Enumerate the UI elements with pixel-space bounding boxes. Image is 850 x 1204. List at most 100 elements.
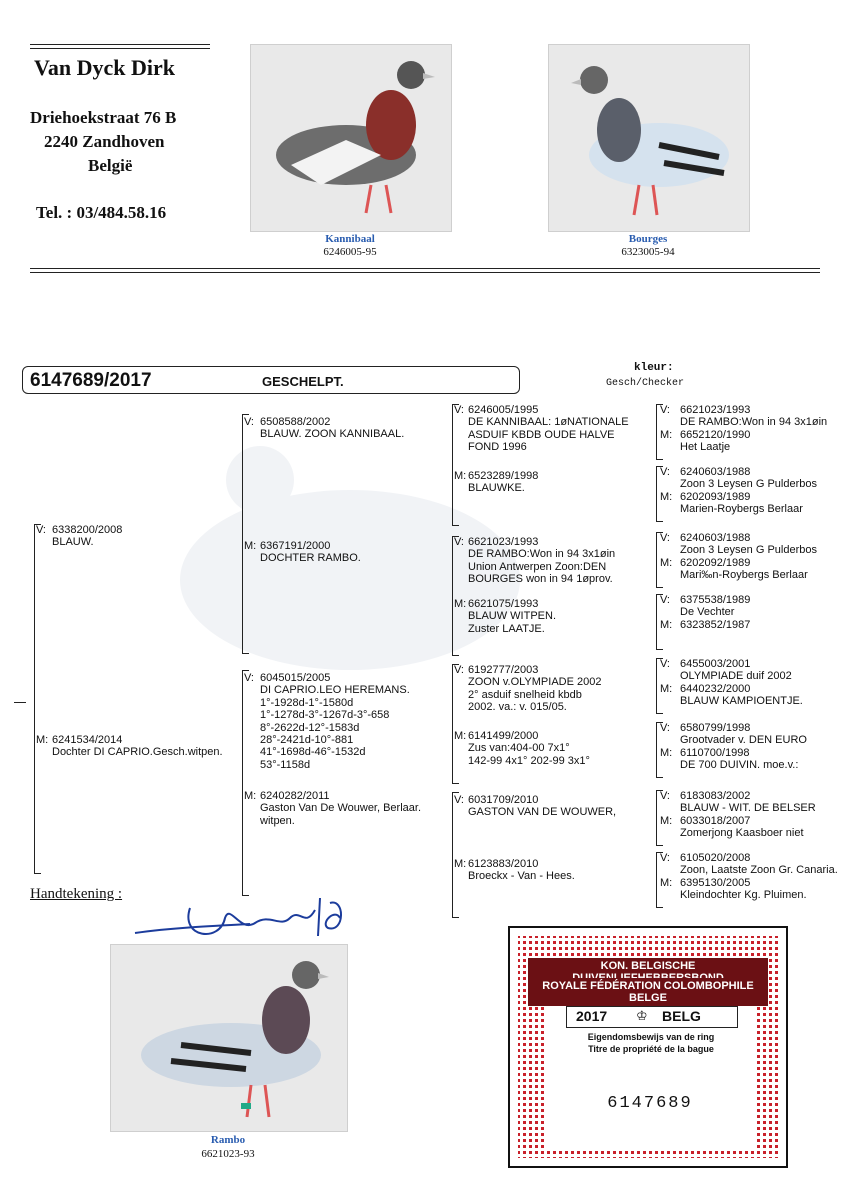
gen3-entry-5-ring: 6141499/2000	[468, 730, 539, 742]
kleur-label: kleur:	[634, 362, 674, 374]
photo-kannibaal	[250, 44, 452, 232]
gen4-m-ring: 6202092/1989	[680, 556, 751, 569]
gen2-bracket-top	[242, 414, 249, 654]
gen2-entry-0-ring: 6508588/2002	[260, 416, 331, 428]
signature-scribble-icon	[134, 897, 342, 937]
gen3-entry-5-label: M:	[454, 730, 467, 742]
gen2-entry-3-line: witpen.	[260, 814, 295, 827]
gen4-v-ring: 6580799/1998	[680, 722, 751, 734]
gen4-m-label: M:	[660, 428, 673, 441]
gen1-bracket	[34, 524, 41, 874]
gen3-entry-3-ring: 6621075/1993	[468, 598, 539, 610]
gen4-m-ring: 6395130/2005	[680, 876, 751, 889]
gen2-entry-0-line: BLAUW. ZOON KANNIBAAL.	[260, 428, 405, 441]
caption-name-rambo: Rambo	[210, 1134, 246, 1146]
gen4-m-ring: 6323852/1987	[680, 618, 751, 631]
watermark-pigeon-icon	[180, 446, 520, 670]
gen3-entry-0-label: V:	[454, 404, 464, 416]
gen4-bracket-5	[656, 722, 663, 778]
crown-icon: ♔	[636, 1008, 648, 1023]
gen4-m-label: M:	[660, 746, 673, 759]
caption-ring-kannibaal: 6246005-95	[323, 246, 377, 258]
pigeon-rambo-icon	[141, 961, 329, 1118]
gen4-v-label: V:	[660, 658, 670, 670]
gen3-entry-3-label: M:	[454, 598, 467, 610]
dam-text: Dochter DI CAPRIO.Gesch.witpen.	[52, 746, 223, 759]
gen2-entry-3-line: Gaston Van De Wouwer, Berlaar.	[260, 802, 422, 815]
gen3-entry-3-line: Zuster LAATJE.	[468, 622, 545, 635]
cert-title-fr: Titre de propriété de la bague	[588, 1044, 714, 1054]
gen4-m-label: M:	[660, 876, 673, 889]
gen3-entry-4-line: 2002. va.: v. 015/05.	[468, 701, 567, 714]
gen3-entry-2-line: BOURGES won in 94 1øprov.	[468, 573, 613, 586]
gen2-entry-2-line: DI CAPRIO.LEO HEREMANS.	[260, 684, 410, 697]
gen4-v-label: V:	[660, 852, 670, 864]
gen3-entry-7-line: Broeckx - Van - Hees.	[468, 870, 575, 883]
gen3-entry-7-ring: 6123883/2010	[468, 858, 539, 870]
gen4-bracket-2	[656, 532, 663, 588]
gen2-entry-2-label: V:	[244, 672, 254, 684]
header-rule-top	[30, 44, 210, 45]
gen4-bracket-7	[656, 852, 663, 908]
gen4-m-ring: 6033018/2007	[680, 814, 751, 827]
gen2-entry-2-ring: 6045015/2005	[260, 672, 331, 684]
gen4-bracket-4	[656, 658, 663, 714]
gen4-m-line: Het Laatje	[680, 441, 731, 454]
gen3-entry-1-label: M:	[454, 470, 467, 482]
main-ring-box	[22, 366, 520, 394]
gen3-entry-6-ring: 6031709/2010	[468, 794, 539, 806]
gen2-entry-1-line: DOCHTER RAMBO.	[260, 552, 361, 565]
caption-name-kannibaal: Kannibaal	[325, 233, 375, 245]
gen2-entry-2-line: 41°-1698d-46°-1532d	[260, 746, 366, 759]
owner-name: Van Dyck Dirk	[34, 55, 175, 80]
gen4-v-line: OLYMPIADE duif 2002	[680, 670, 792, 683]
gen4-bracket-6	[656, 790, 663, 846]
gen4-m-ring: 6440232/2000	[680, 682, 751, 695]
gen4-bracket-0	[656, 404, 663, 460]
gen3-entry-1-ring: 6523289/1998	[468, 470, 539, 482]
gen4-v-label: V:	[660, 594, 670, 606]
gen2-entry-2-line: 1°-1278d-3°-1267d-3°-658	[260, 709, 390, 722]
gen4-m-line: Kleindochter Kg. Pluimen.	[680, 889, 807, 902]
gen3-bracket-2	[452, 536, 459, 656]
cert-line2: ROYALE FÉDÉRATION COLOMBOPHILE BELGE	[528, 978, 768, 1006]
gen3-bracket-3	[452, 664, 459, 784]
gen3-entry-0-line: FOND 1996	[468, 441, 527, 454]
gen4-m-label: M:	[660, 682, 673, 695]
gen2-entry-3-label: M:	[244, 790, 257, 802]
gen4-m-line: DE 700 DUIVIN. moe.v.:	[680, 759, 799, 772]
owner-country: België	[88, 156, 133, 175]
gen3-entry-2-label: V:	[454, 536, 464, 548]
gen4-v-line: Zoon, Laatste Zoon Gr. Canaria.	[680, 864, 838, 877]
gen2-entry-2-line: 1°-1928d-1°-1580d	[260, 696, 354, 709]
ring-certificate: KON. BELGISCHE DUIVENLIEFHEBBERSBOND ROY…	[508, 926, 788, 1168]
gen4-v-label: V:	[660, 466, 670, 478]
cert-number: 6147689	[607, 1094, 693, 1113]
gen3-entry-4-line: 2° asduif snelheid kbdb	[468, 688, 582, 701]
gen4-v-ring: 6621023/1993	[680, 404, 751, 416]
header-rule-bottom2	[30, 272, 820, 273]
gen3-entry-6-label: V:	[454, 794, 464, 806]
root-connector	[14, 702, 26, 703]
sire-ring: 6338200/2008	[52, 524, 123, 536]
gen4-v-ring: 6240603/1988	[680, 532, 751, 544]
gen2-entry-2-line: 28°-2421d-10°-881	[260, 734, 354, 747]
gen4-v-ring: 6183083/2002	[680, 790, 751, 802]
gen4-v-line: De Vechter	[680, 606, 735, 619]
owner-city: 2240 Zandhoven	[44, 132, 165, 151]
gen4-v-line: DE RAMBO:Won in 94 3x1øin	[680, 416, 828, 429]
gen4-v-ring: 6240603/1988	[680, 466, 751, 478]
gen4-m-label: M:	[660, 618, 673, 631]
gen4-m-ring: 6110700/1998	[680, 746, 750, 759]
